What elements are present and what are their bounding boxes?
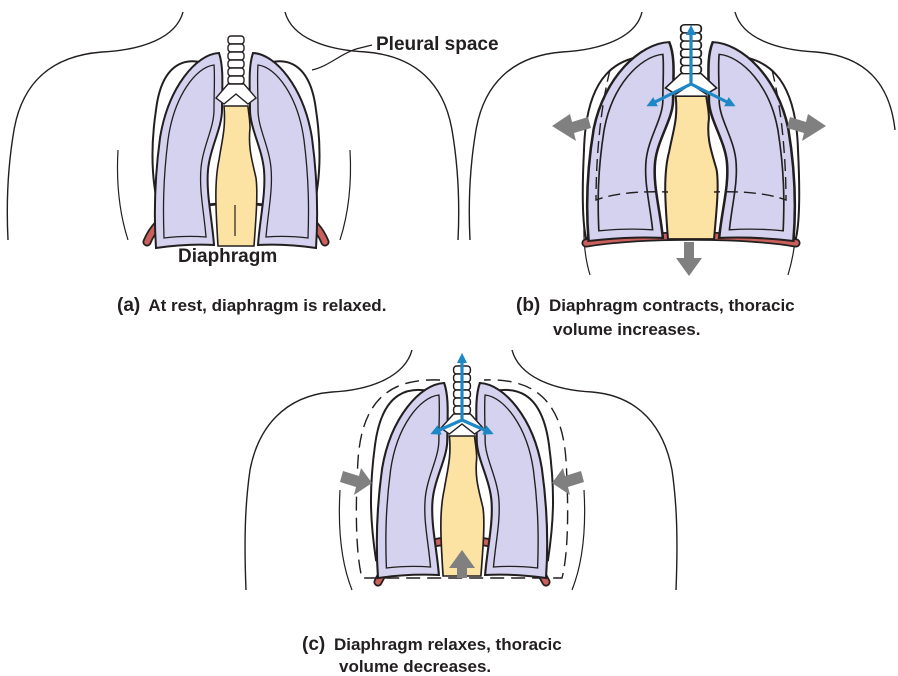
panel-a-at-rest: Pleural space Diaphragm (a) At rest, dia… [7,12,498,316]
caption-b-line2: volume increases. [553,320,700,339]
diaphragm-label: Diaphragm [178,246,277,267]
caption-a: (a) At rest, diaphragm is relaxed. [117,295,386,316]
caption-c-letter: (c) [302,634,325,655]
caption-c-line2: volume decreases. [339,657,491,676]
caption-b-letter: (b) [516,295,540,316]
caption-c-line1: Diaphragm relaxes, thoracic [334,635,562,654]
pleural-space-label: Pleural space [376,34,499,55]
caption-c: (c) Diaphragm relaxes, thoracic [302,634,562,655]
caption-b-line1: Diaphragm contracts, thoracic [549,296,795,315]
panel-b-inhalation: (b) Diaphragm contracts, thoracic volume… [469,12,895,339]
caption-b: (b) Diaphragm contracts, thoracic [516,295,795,316]
panel-c-exhalation: (c) Diaphragm relaxes, thoracic volume d… [245,350,677,676]
caption-a-letter: (a) [117,295,140,316]
caption-a-text: At rest, diaphragm is relaxed. [148,296,386,315]
